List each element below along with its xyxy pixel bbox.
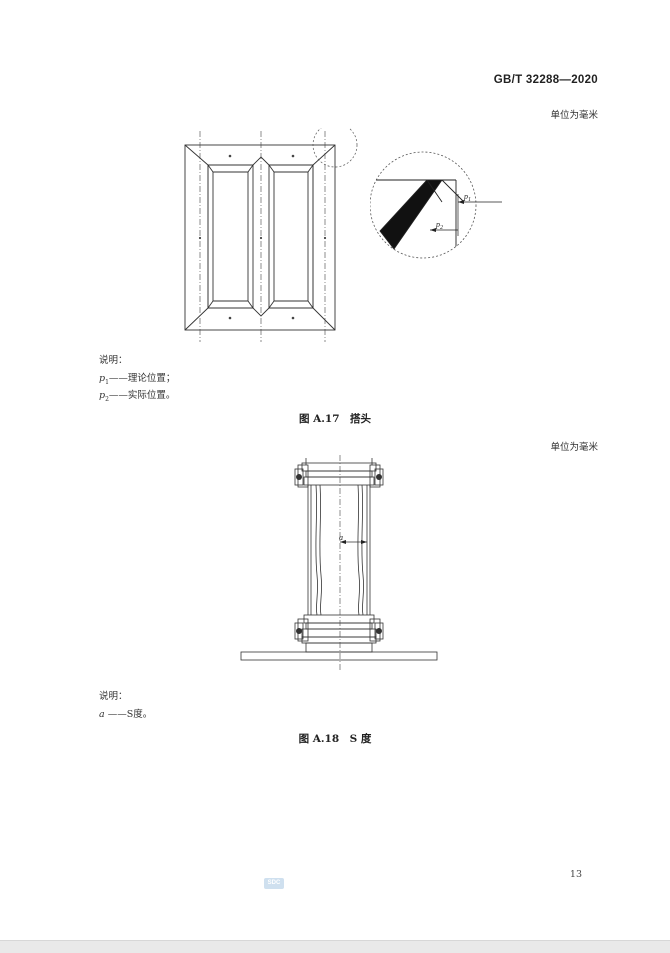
legend-item-p2: p2——实际位置。	[99, 390, 176, 403]
standard-number: GB/T 32288—2020	[493, 74, 598, 86]
unit-note-a18: 单位为毫米	[550, 442, 598, 453]
label-p2: p2	[435, 220, 443, 231]
dimension-label-a: a	[339, 533, 343, 542]
publisher-logo: SDC	[264, 878, 284, 889]
caption-figure-a18: 图 A.18 S 度	[298, 733, 372, 745]
viewer-bottom-bar	[0, 940, 670, 953]
unit-note-a17: 单位为毫米	[550, 110, 598, 121]
page-number: 13	[569, 869, 582, 880]
legend-symbol: a	[99, 709, 105, 720]
legend-title-a18: 说明：	[99, 691, 128, 702]
legend-item-a: a ——S度。	[99, 709, 153, 720]
legend-symbol: p	[99, 390, 106, 401]
legend-item-p1: p1——理论位置；	[99, 373, 176, 386]
figure-a17-frame-drawing	[184, 128, 358, 342]
legend-title-a17: 说明：	[99, 355, 128, 366]
figure-a17-detail-drawing: p1 p2	[370, 151, 502, 259]
label-p1: p1	[463, 192, 471, 203]
legend-symbol: p	[99, 373, 106, 384]
caption-figure-a17: 图 A.17 搭头	[298, 413, 372, 425]
figure-a18-drawing: a	[240, 455, 438, 671]
